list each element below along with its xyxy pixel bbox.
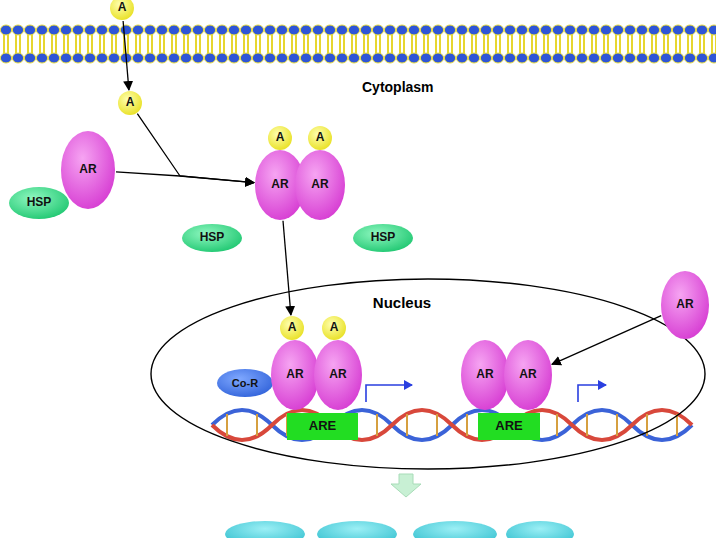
arrow-connector <box>552 316 661 365</box>
arrow-connector <box>283 221 291 315</box>
receptor-ellipse: AR <box>460 339 510 411</box>
hsp-ellipse: HSP <box>352 223 414 253</box>
node-text: Co-R <box>216 368 274 398</box>
block-arrow <box>391 474 421 497</box>
hsp-ellipse: HSP <box>181 223 243 253</box>
ligand-circle: A <box>321 315 347 341</box>
target-gene-ovals <box>225 521 574 538</box>
coregulator-ellipse: Co-R <box>216 368 274 398</box>
ligand-circle: A <box>117 90 143 116</box>
node-text: A <box>109 0 135 21</box>
node-text: A <box>279 315 305 341</box>
response-element-box: ARE <box>478 413 540 440</box>
node-text: A <box>321 315 347 341</box>
node-text: ARE <box>478 413 540 440</box>
node-text: A <box>307 125 333 151</box>
compartment-label: Cytoplasm <box>362 79 434 95</box>
cell-membrane <box>0 24 716 64</box>
node-text: ARE <box>287 413 358 440</box>
node-text: AR <box>60 130 116 210</box>
node-text: AR <box>503 339 553 411</box>
receptor-ellipse: AR <box>270 339 320 411</box>
dna-helix <box>212 410 692 440</box>
ligand-circle: A <box>307 125 333 151</box>
transcription-arrow <box>578 385 606 402</box>
node-text: AR <box>270 339 320 411</box>
ligand-circle: A <box>109 0 135 21</box>
node-text: AR <box>460 339 510 411</box>
node-text: AR <box>313 339 363 411</box>
nucleus-ellipse: NucleusAACo-RARARAREARARARE <box>150 278 706 470</box>
ligand-circle: A <box>279 315 305 341</box>
arrow-connector <box>116 172 254 183</box>
receptor-ellipse: AR <box>60 130 116 210</box>
node-text: HSP <box>352 223 414 253</box>
arrow-connector <box>137 114 254 183</box>
node-text: A <box>117 90 143 116</box>
node-text: AR <box>294 149 346 221</box>
receptor-ellipse: AR <box>503 339 553 411</box>
node-text: Nucleus <box>124 294 680 311</box>
node-text: A <box>267 125 293 151</box>
receptor-ellipse: AR <box>294 149 346 221</box>
ligand-circle: A <box>267 125 293 151</box>
transcription-arrow <box>366 385 412 402</box>
arrow-connector <box>123 21 129 90</box>
response-element-box: ARE <box>287 413 358 440</box>
node-text: AR <box>660 270 710 340</box>
receptor-ellipse: AR <box>660 270 710 340</box>
hsp-ellipse: HSP <box>8 186 70 220</box>
receptor-ellipse: AR <box>313 339 363 411</box>
node-text: HSP <box>8 186 70 220</box>
node-text: HSP <box>181 223 243 253</box>
